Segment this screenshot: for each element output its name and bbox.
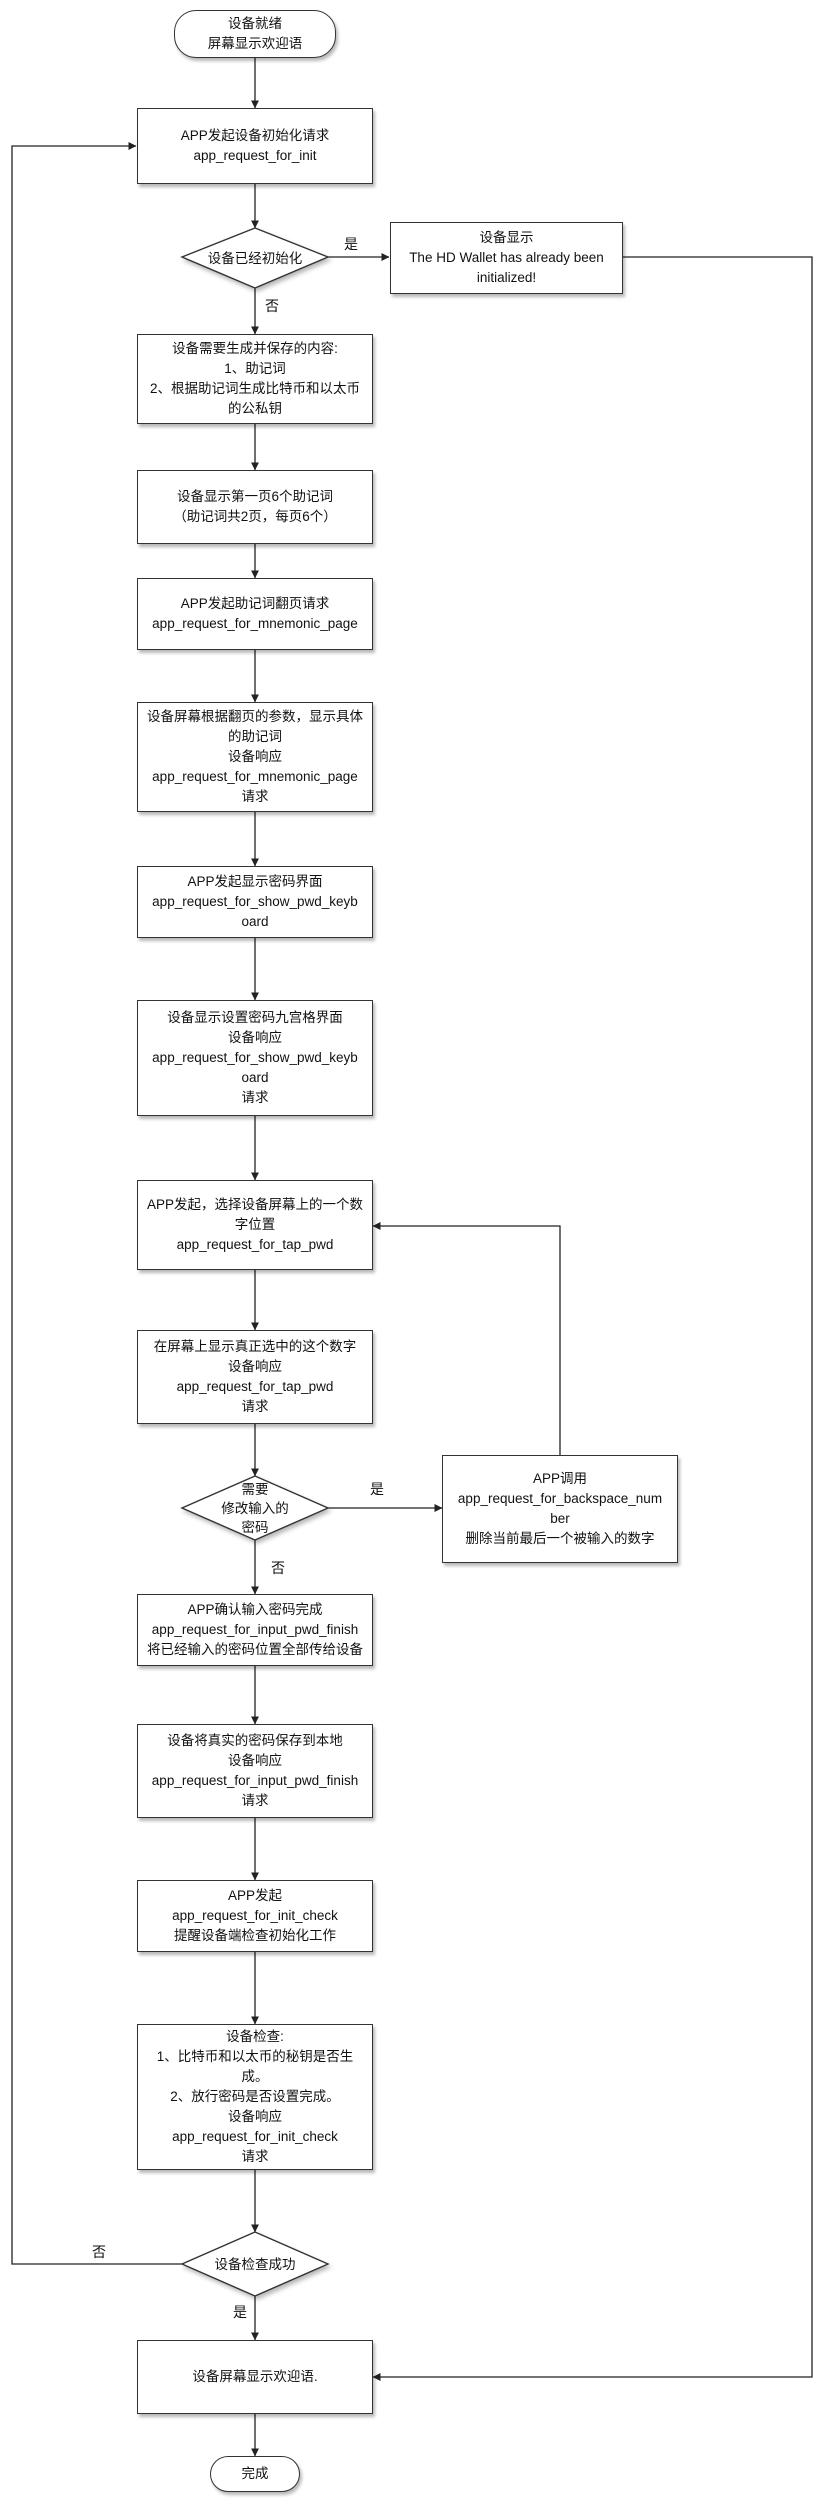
step-input-finish-request: APP确认输入密码完成 app_request_for_input_pwd_fi… <box>137 1594 373 1666</box>
decision-already-init-label: 设备已经初始化 <box>207 250 303 266</box>
backspace-line-3: ber <box>550 1511 570 1526</box>
show-pwd-req-line-1: APP发起显示密码界面 <box>187 874 323 889</box>
init-request-line-1: APP发起设备初始化请求 <box>180 128 330 143</box>
tap-req-line-3: app_request_for_tap_pwd <box>176 1237 334 1252</box>
mnemonic-resp-line-3: 设备响应 <box>228 749 282 764</box>
show-page1-line-2: （助记词共2页，每页6个） <box>173 509 337 524</box>
mnemonic-resp-line-1: 设备屏幕根据翻页的参数，显示具体 <box>147 709 363 724</box>
generate-line-2: 1、助记词 <box>224 361 286 376</box>
mnemonic-req-line-1: APP发起助记词翻页请求 <box>180 596 330 611</box>
backspace-line-4: 删除当前最后一个被输入的数字 <box>465 1531 655 1546</box>
show-pwd-req-line-2: app_request_for_show_pwd_keyb <box>152 894 358 909</box>
decision-check-ok: 设备检查成功 <box>182 2232 328 2296</box>
step-init-request: APP发起设备初始化请求 app_request_for_init <box>137 108 373 184</box>
step-tap-pwd-response: 在屏幕上显示真正选中的这个数字 设备响应 app_request_for_tap… <box>137 1330 373 1424</box>
generate-line-4: 的公私钥 <box>228 401 282 416</box>
decision-already-init: 设备已经初始化 <box>182 228 328 288</box>
decision-modify-pwd-shape <box>180 1475 330 1541</box>
decision-check-ok-label: 设备检查成功 <box>214 2256 296 2272</box>
backspace-line-2: app_request_for_backspace_num <box>457 1491 663 1506</box>
start-terminal: 设备就绪 屏幕显示欢迎语 <box>174 10 336 58</box>
check-req-line-3: 提醒设备端检查初始化工作 <box>174 1928 336 1943</box>
show-pwd-resp-line-2: 设备响应 <box>228 1030 282 1045</box>
check-resp-line-5: 设备响应 <box>228 2109 282 2124</box>
check-resp-line-4: 2、放行密码是否设置完成。 <box>170 2089 340 2104</box>
check-resp-line-7: 请求 <box>241 2149 269 2164</box>
check-resp-line-2: 1、比特币和以太币的秘钥是否生 <box>156 2049 354 2064</box>
check-resp-line-6: app_request_for_init_check <box>172 2129 338 2144</box>
init-request-line-2: app_request_for_init <box>193 148 317 163</box>
step-show-pwd-response: 设备显示设置密码九宫格界面 设备响应 app_request_for_show_… <box>137 1000 373 1116</box>
step-show-pwd-request: APP发起显示密码界面 app_request_for_show_pwd_key… <box>137 866 373 938</box>
generate-line-3: 2、根据助记词生成比特币和以太币 <box>149 381 360 396</box>
label-yes-check: 是 <box>233 2304 247 2320</box>
finish-resp-line-3: app_request_for_input_pwd_finish <box>151 1773 359 1788</box>
initialized-msg-line-1: 设备显示 <box>479 230 534 245</box>
decision-modify-pwd: 需要 修改输入的 密码 <box>182 1476 328 1540</box>
start-line-2: 屏幕显示欢迎语 <box>207 36 303 51</box>
show-pwd-resp-line-5: 请求 <box>241 1090 269 1105</box>
step-tap-pwd-request: APP发起，选择设备屏幕上的一个数 字位置 app_request_for_ta… <box>137 1180 373 1270</box>
label-no-check: 否 <box>92 2244 106 2260</box>
show-pwd-resp-line-1: 设备显示设置密码九宫格界面 <box>167 1010 343 1025</box>
finish-resp-line-1: 设备将真实的密码保存到本地 <box>167 1733 343 1748</box>
decision-modify-line-2: 修改输入的 <box>221 1500 289 1516</box>
edge-check-fail-loop <box>11 142 182 2265</box>
decision-modify-line-3: 密码 <box>241 1519 269 1535</box>
finish-resp-line-4: 请求 <box>241 1793 269 1808</box>
step-backspace: APP调用 app_request_for_backspace_num ber … <box>442 1455 678 1563</box>
finish-req-line-1: APP确认输入密码完成 <box>187 1602 323 1617</box>
step-welcome: 设备屏幕显示欢迎语. <box>137 2340 373 2414</box>
step-init-check-response: 设备检查: 1、比特币和以太币的秘钥是否生 成。 2、放行密码是否设置完成。 设… <box>137 2024 373 2170</box>
decision-already-init-shape <box>180 227 330 289</box>
label-no-modify: 否 <box>271 1560 285 1576</box>
step-init-check-request: APP发起 app_request_for_init_check 提醒设备端检查… <box>137 1880 373 1952</box>
show-pwd-req-line-3: oard <box>241 914 269 929</box>
backspace-line-1: APP调用 <box>532 1471 587 1486</box>
end-terminal: 完成 <box>210 2456 300 2492</box>
finish-resp-line-2: 设备响应 <box>228 1753 282 1768</box>
show-pwd-resp-line-4: oard <box>241 1070 269 1085</box>
finish-req-line-3: 将已经输入的密码位置全部传给设备 <box>147 1642 363 1657</box>
step-mnemonic-page-response: 设备屏幕根据翻页的参数，显示具体 的助记词 设备响应 app_request_f… <box>137 702 373 812</box>
welcome-line-1: 设备屏幕显示欢迎语. <box>192 2369 318 2384</box>
tap-resp-line-3: app_request_for_tap_pwd <box>176 1379 334 1394</box>
tap-resp-line-1: 在屏幕上显示真正选中的这个数字 <box>153 1339 357 1354</box>
label-yes-initialized: 是 <box>344 236 358 252</box>
end-line-1: 完成 <box>241 2466 269 2481</box>
initialized-msg-line-3: initialized! <box>476 270 537 285</box>
step-show-page1: 设备显示第一页6个助记词 （助记词共2页，每页6个） <box>137 470 373 544</box>
check-req-line-2: app_request_for_init_check <box>172 1908 338 1923</box>
mnemonic-req-line-2: app_request_for_mnemonic_page <box>152 616 358 631</box>
tap-resp-line-4: 请求 <box>241 1399 269 1414</box>
show-page1-line-1: 设备显示第一页6个助记词 <box>176 489 333 504</box>
check-resp-line-3: 成。 <box>241 2069 269 2084</box>
edge-backspace-to-tap <box>372 1222 561 1455</box>
decision-check-ok-shape <box>180 2231 330 2297</box>
tap-resp-line-2: 设备响应 <box>228 1359 282 1374</box>
edge-msg-to-welcome <box>372 256 813 2381</box>
finish-req-line-2: app_request_for_input_pwd_finish <box>151 1622 359 1637</box>
initialized-msg-line-2: The HD Wallet has already been <box>409 250 604 265</box>
step-input-finish-response: 设备将真实的密码保存到本地 设备响应 app_request_for_input… <box>137 1724 373 1818</box>
label-no-initialized: 否 <box>265 298 279 314</box>
label-yes-modify: 是 <box>370 1481 384 1497</box>
show-pwd-resp-line-3: app_request_for_show_pwd_keyb <box>152 1050 358 1065</box>
generate-line-1: 设备需要生成并保存的内容: <box>172 341 338 356</box>
check-req-line-1: APP发起 <box>227 1888 282 1903</box>
step-initialized-message: 设备显示 The HD Wallet has already been init… <box>390 222 623 294</box>
decision-modify-line-1: 需要 <box>241 1481 269 1497</box>
step-mnemonic-page-request: APP发起助记词翻页请求 app_request_for_mnemonic_pa… <box>137 578 373 650</box>
tap-req-line-2: 字位置 <box>234 1217 276 1232</box>
start-line-1: 设备就绪 <box>228 16 282 31</box>
mnemonic-resp-line-2: 的助记词 <box>228 729 282 744</box>
mnemonic-resp-line-4: app_request_for_mnemonic_page <box>152 769 358 784</box>
step-generate: 设备需要生成并保存的内容: 1、助记词 2、根据助记词生成比特币和以太币 的公私… <box>137 334 373 424</box>
check-resp-line-1: 设备检查: <box>226 2029 284 2044</box>
mnemonic-resp-line-5: 请求 <box>241 789 269 804</box>
tap-req-line-1: APP发起，选择设备屏幕上的一个数 <box>146 1197 363 1212</box>
